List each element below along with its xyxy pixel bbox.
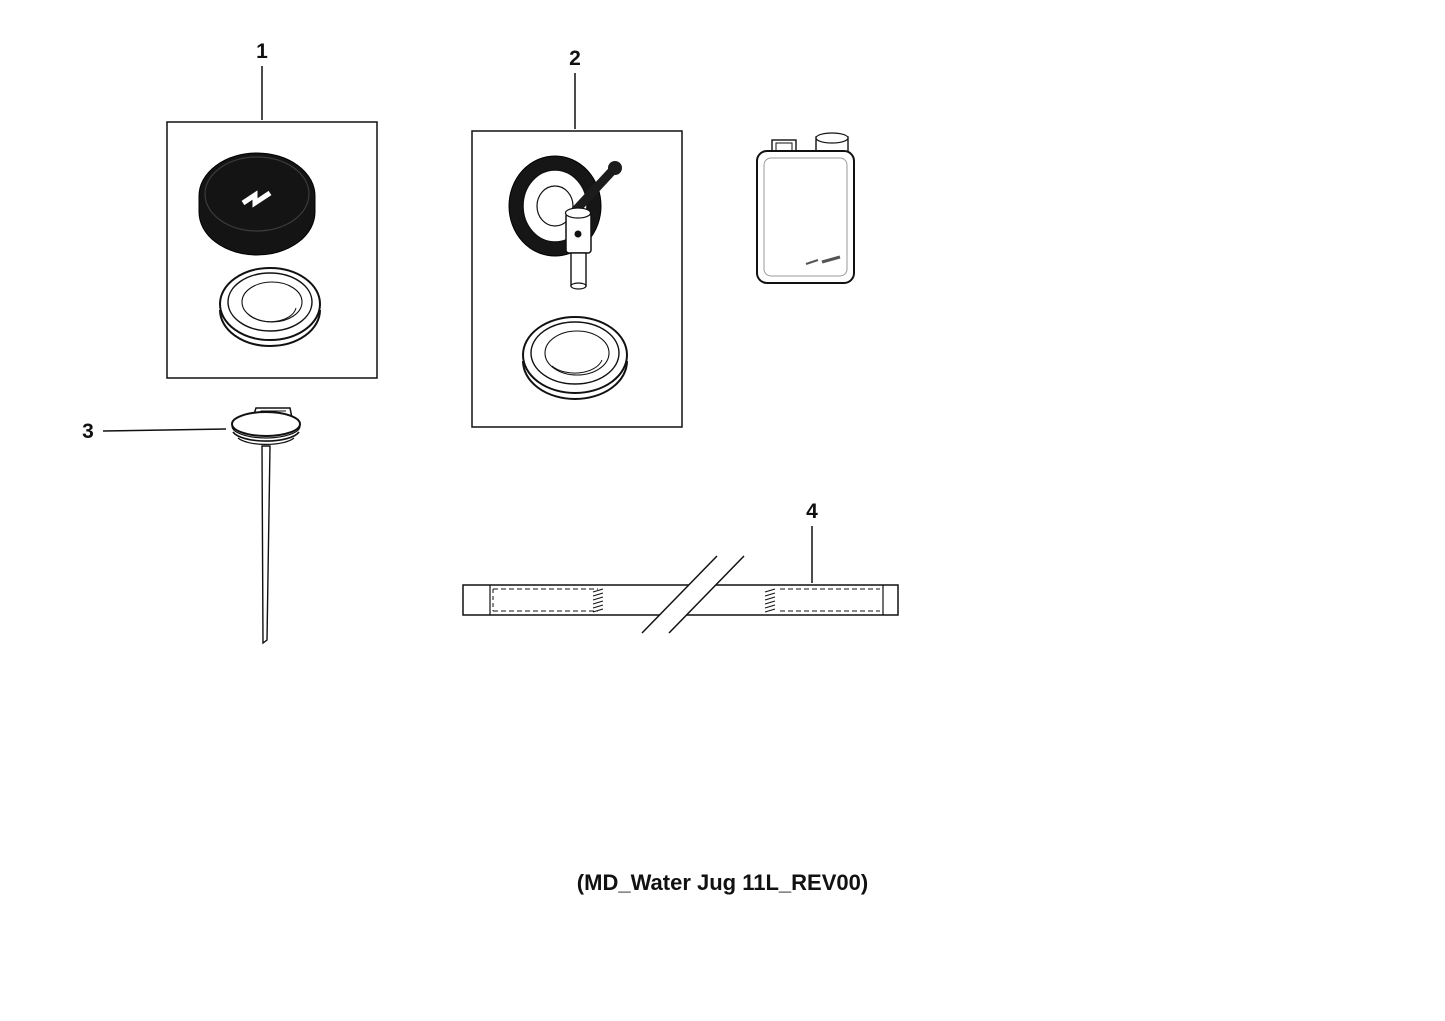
ring-detail-arc [247, 307, 297, 323]
callout-4: 4 [806, 500, 818, 583]
valve-stem-bottom [570, 282, 587, 290]
callout-1-label: 1 [256, 40, 268, 63]
part-2-valve [508, 155, 622, 290]
cartridge-emboss-mark-1 [805, 259, 819, 265]
cartridge-body [756, 150, 855, 284]
valve-stem-lower [570, 252, 587, 287]
ring-inner [227, 272, 313, 332]
callout-2-label: 2 [569, 47, 581, 70]
diagram-caption: (MD_Water Jug 11L_REV00) [576, 870, 869, 895]
ring-lower-rim [522, 360, 628, 400]
part-1-ring [219, 267, 321, 347]
cap-top-rim [231, 411, 301, 437]
strap-thread-hatch-right [764, 588, 776, 613]
strap-break-line-2 [668, 555, 745, 634]
cartridge-terminal-right-cap [815, 132, 849, 144]
part-3-dip-tube-cap [231, 407, 301, 645]
strap-break-gap [659, 584, 716, 616]
cap-skirt [237, 437, 295, 446]
part-1-frame [166, 121, 378, 379]
ring-detail-arc [551, 359, 603, 374]
ring-inner [530, 321, 620, 385]
cap-mid-rim [231, 425, 301, 439]
part-2-ring [522, 316, 628, 400]
valve-lever [569, 165, 618, 217]
callout-3-leader-line [102, 428, 227, 432]
part-4-strap [462, 555, 899, 634]
valve-lever-knob [608, 161, 622, 175]
valve-stem-pin [574, 230, 582, 238]
ring-lower-rim [219, 309, 321, 347]
callout-2: 2 [569, 47, 581, 129]
cartridge-body-inner-line [763, 157, 848, 277]
ring-inner-2 [544, 330, 610, 376]
cap-handle-glyph [241, 190, 272, 208]
part-1-cap [198, 152, 316, 256]
callout-3: 3 [82, 420, 227, 443]
callout-4-label: 4 [806, 500, 818, 523]
cap-lower-rim [232, 431, 300, 442]
callout-3-label: 3 [82, 420, 94, 443]
cartridge-emboss-mark-2 [821, 255, 841, 264]
callout-1: 1 [256, 40, 268, 120]
ring-outer [522, 316, 628, 394]
part-cartridge [756, 132, 855, 284]
valve-stem-top [564, 207, 592, 219]
valve-wheel-hub [536, 185, 574, 227]
strap-break-line-1 [641, 555, 718, 634]
ring-outer [219, 267, 321, 341]
cap-top-highlight [204, 156, 310, 232]
dip-tube [261, 445, 271, 645]
part-2-frame [471, 130, 683, 428]
strap-thread-hatch-left [592, 588, 604, 613]
